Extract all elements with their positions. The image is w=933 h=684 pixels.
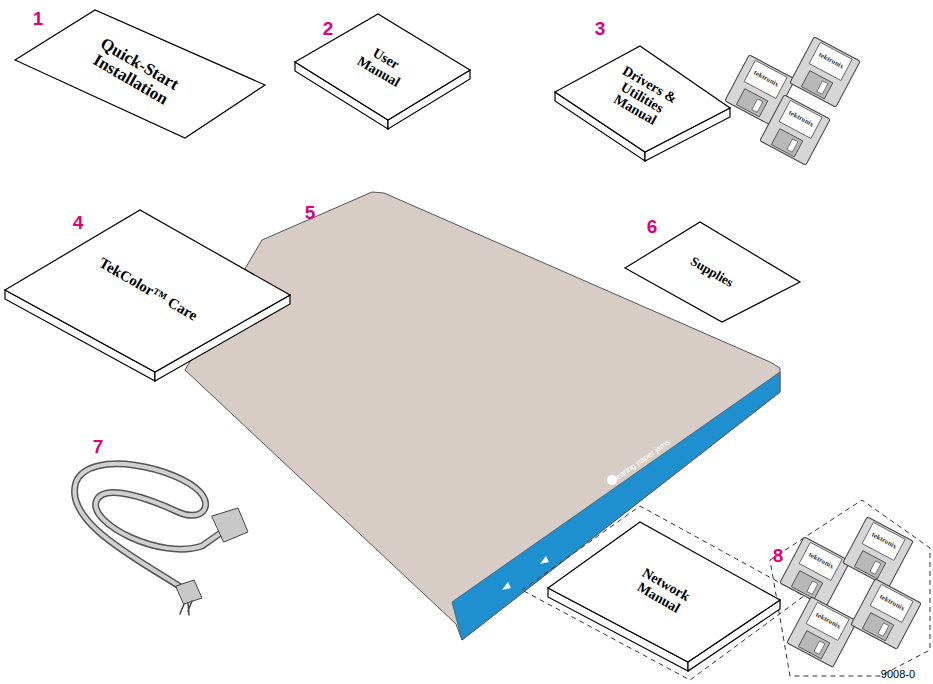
- dashed-outline: [522, 506, 804, 680]
- callout-number: 3: [595, 19, 606, 38]
- dashed-outline: [770, 500, 930, 676]
- manual-book: TekColor™ Care: [5, 210, 290, 381]
- figure-number: 9008-0: [881, 669, 915, 680]
- manual-book: User Manual: [295, 14, 470, 129]
- manual-book: Supplies: [625, 222, 800, 322]
- callout-number: 8: [773, 546, 784, 565]
- manual-book: Quick-Start Installation: [15, 10, 265, 138]
- manual-book: Drivers & Utilities Manual: [555, 46, 730, 161]
- callout-number: 7: [93, 437, 104, 456]
- book-cover: [295, 14, 470, 120]
- callout-number: 4: [73, 213, 84, 232]
- band-arrows: [502, 556, 549, 590]
- book-cover: [625, 222, 800, 322]
- book-cover: [5, 210, 290, 372]
- manual-book: Network Manual: [548, 522, 780, 671]
- book-cover: [555, 46, 730, 152]
- book-cover: [15, 10, 265, 138]
- callout-number: 5: [305, 203, 316, 222]
- callout-number: 2: [323, 19, 334, 38]
- callout-number: 6: [647, 217, 658, 236]
- book-cover: [548, 522, 780, 662]
- callout-number: 1: [33, 9, 44, 28]
- power-cord: [75, 464, 248, 615]
